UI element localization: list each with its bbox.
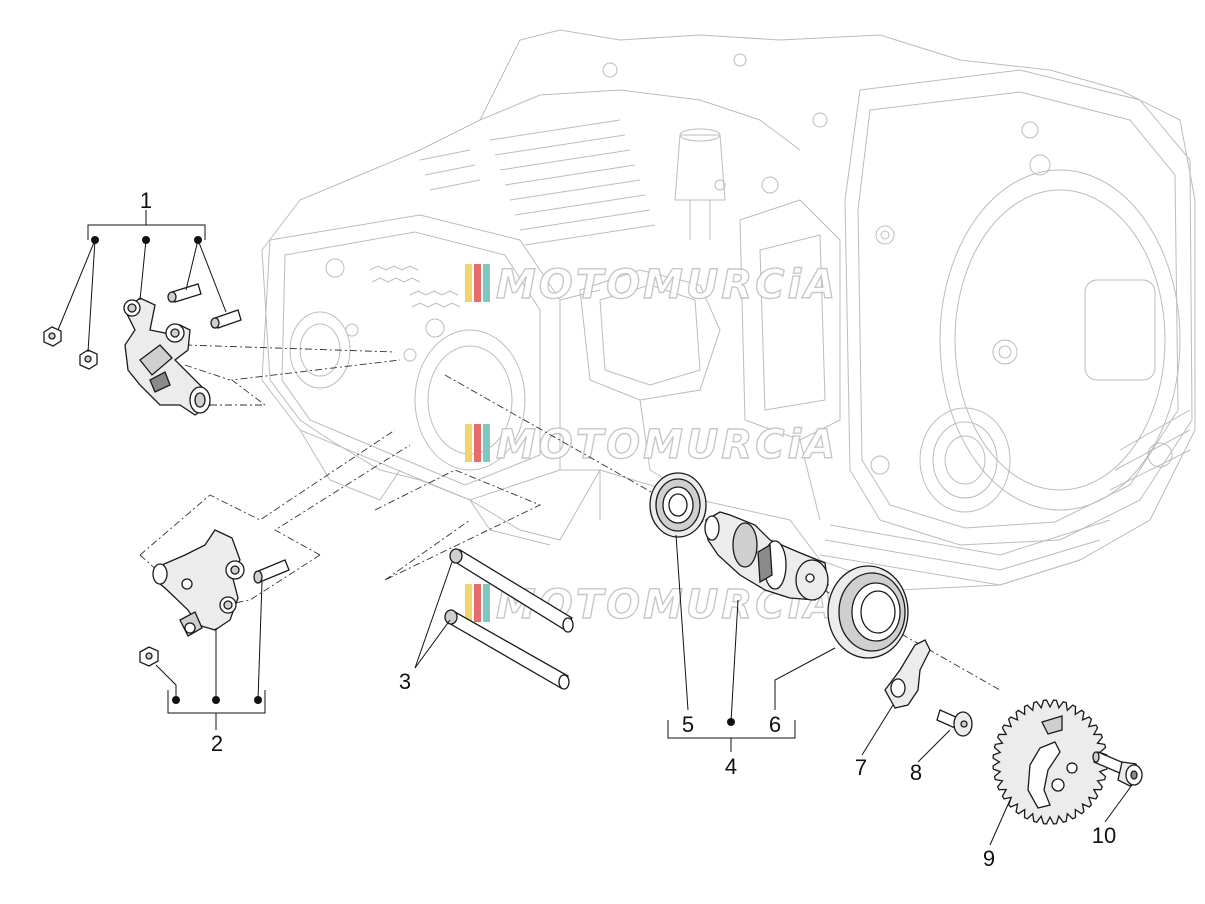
part-10-bolt xyxy=(1092,751,1143,787)
watermark-text: MOTOMURCiA xyxy=(496,422,838,468)
callout-9: 9 xyxy=(983,846,995,871)
callout-7: 7 xyxy=(855,755,867,780)
part-8-screw xyxy=(936,709,973,737)
part-5-bearing xyxy=(649,472,707,538)
callout-numbers: 1 2 3 4 5 6 7 8 9 10 xyxy=(140,188,1116,871)
callout-2: 2 xyxy=(211,731,223,756)
callout-3: 3 xyxy=(399,669,411,694)
callout-1: 1 xyxy=(140,188,152,213)
part-9-sprocket xyxy=(992,699,1108,825)
callout-leaders xyxy=(57,210,1133,846)
part-2-nut xyxy=(139,646,159,667)
part-2-rocker-arm xyxy=(152,529,245,637)
part-4-camshaft xyxy=(704,511,829,601)
part-3-rocker-shafts xyxy=(444,548,574,690)
part-7-decompressor-plate xyxy=(884,639,931,709)
callout-4: 4 xyxy=(725,754,737,779)
callout-5: 5 xyxy=(682,712,694,737)
part-1-nuts xyxy=(43,326,98,370)
part-1-rocker-arm xyxy=(123,297,211,416)
watermark-1: MOTOMURCiA xyxy=(465,261,838,309)
part-2-adjuster-screw xyxy=(253,559,290,584)
callout-8: 8 xyxy=(910,760,922,785)
watermark-text: MOTOMURCiA xyxy=(496,262,838,308)
part-1-adjuster-screws xyxy=(167,283,242,329)
engine-block-outline xyxy=(261,29,1196,591)
part-6-bearing xyxy=(827,565,909,659)
watermark-2: MOTOMURCiA xyxy=(465,421,838,469)
callout-10: 10 xyxy=(1092,823,1116,848)
callout-6: 6 xyxy=(769,712,781,737)
